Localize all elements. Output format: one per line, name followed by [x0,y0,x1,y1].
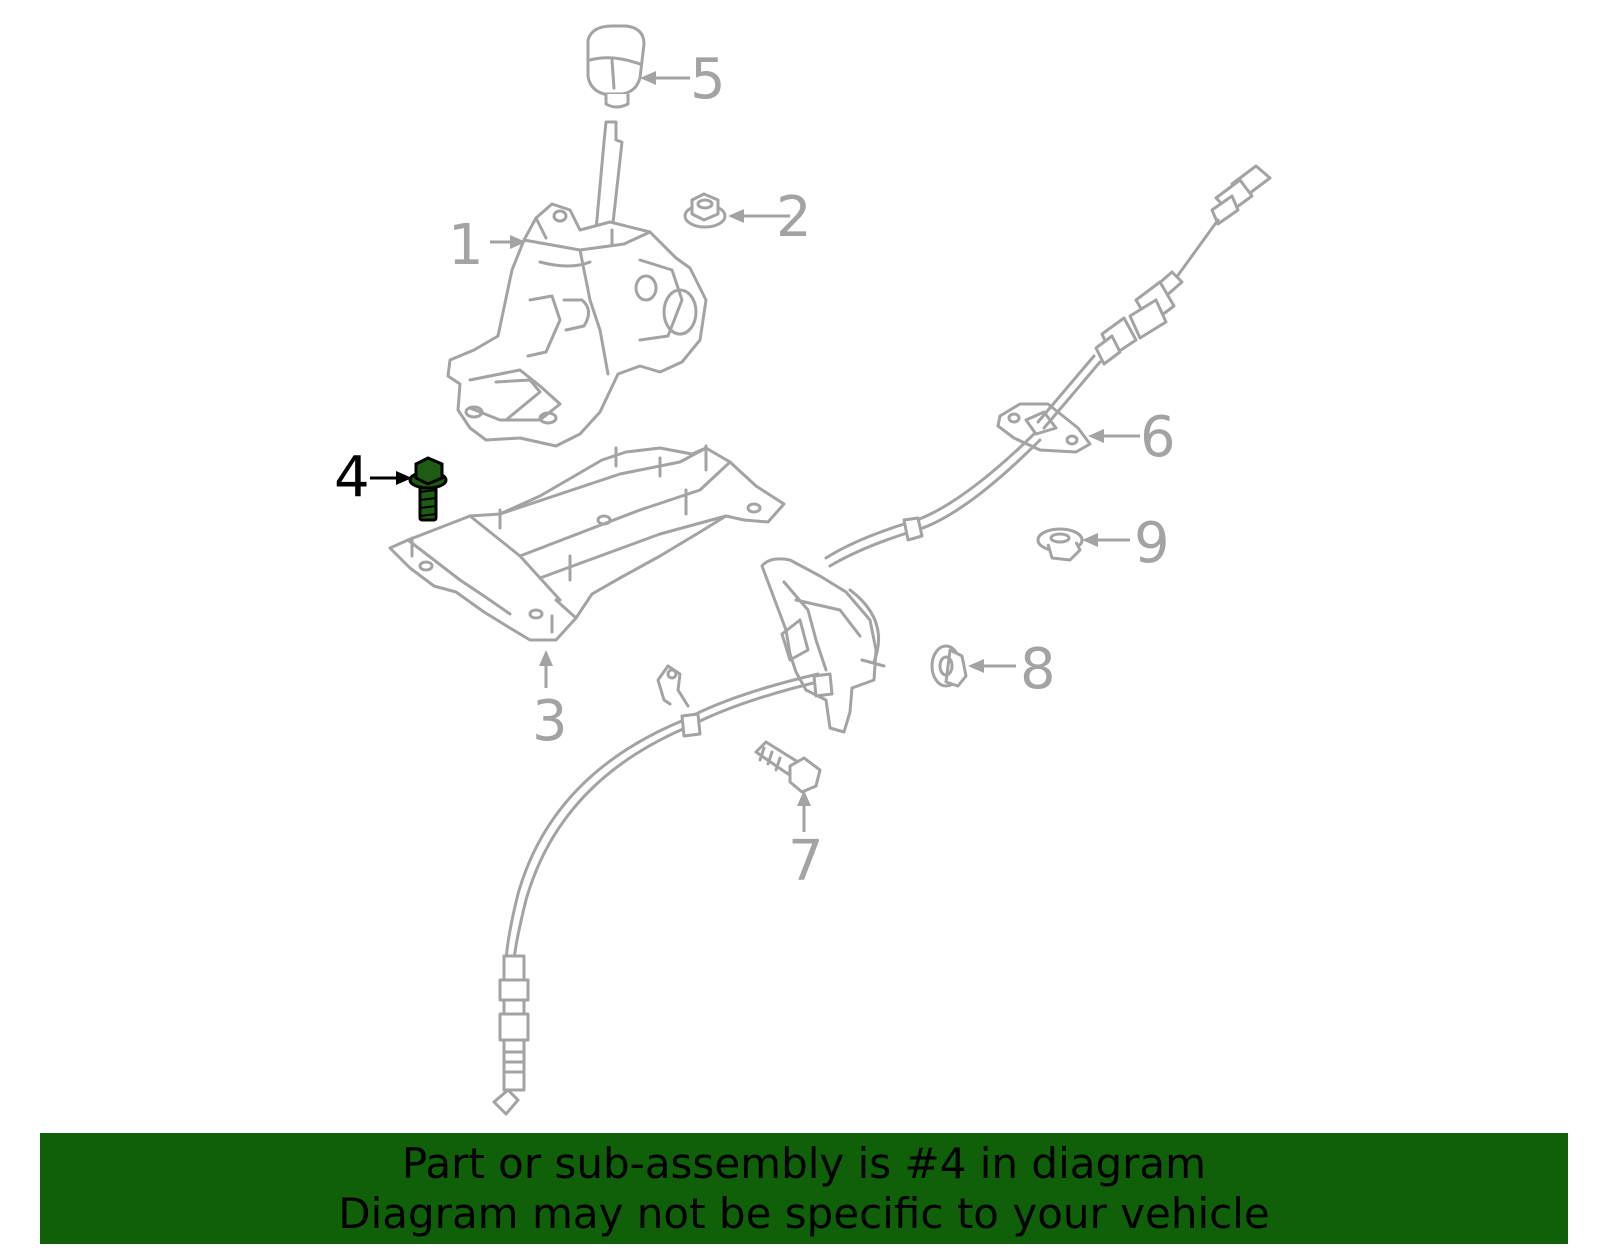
callout-8: 8 [1020,637,1056,702]
nut-part-8[interactable] [930,644,968,688]
nut-part-9[interactable] [1036,527,1084,562]
shift-cable [824,432,1042,568]
bolt-part-4-highlighted[interactable] [408,456,448,522]
leader-line-4 [370,471,412,485]
mounting-bracket-part[interactable] [388,444,786,642]
banner-line-disclaimer: Diagram may not be specific to your vehi… [338,1188,1270,1238]
callout-7: 7 [788,829,824,894]
banner-line-part-number: Part or sub-assembly is #4 in diagram [401,1138,1207,1188]
shifter-assembly-part[interactable] [446,202,708,448]
callout-3: 3 [532,689,568,754]
cable-upper-end-fitting [1036,164,1272,430]
callout-1: 1 [448,213,484,278]
info-banner: Part or sub-assembly is #4 in diagram Di… [40,1133,1568,1244]
callout-5: 5 [690,47,726,112]
callout-2: 2 [776,185,812,250]
lower-cable [504,664,834,962]
cable-bracket-assembly [760,557,886,734]
leader-line-2 [728,209,790,223]
callout-4: 4 [334,445,370,510]
leader-line-1 [490,235,526,249]
leader-line-6 [1088,429,1140,443]
nut-part-2[interactable] [683,192,727,229]
callout-9: 9 [1134,511,1170,576]
parts-diagram: 1 2 3 4 5 6 7 8 9 [334,24,1272,1116]
leader-line-8 [968,659,1016,673]
callout-6: 6 [1140,405,1176,470]
leader-line-7 [797,790,811,832]
leader-line-5 [640,71,690,85]
shift-lever-rod [594,120,624,234]
leader-line-9 [1082,533,1130,547]
cable-lower-end-fitting [492,954,530,1116]
leader-line-3 [539,650,553,688]
shift-knob-part[interactable] [586,24,646,109]
bolt-part-7[interactable] [754,740,822,794]
